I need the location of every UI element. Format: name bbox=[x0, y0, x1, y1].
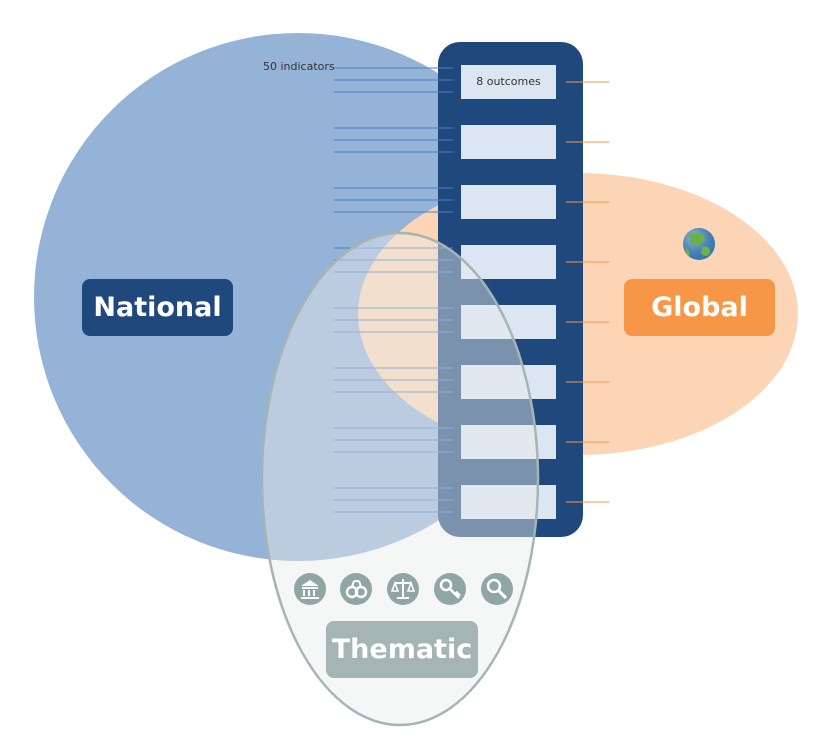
thematic-label: Thematic bbox=[326, 621, 478, 678]
key-icon bbox=[434, 573, 466, 605]
outcome-box bbox=[461, 425, 556, 459]
globe-icon bbox=[683, 228, 715, 260]
outcome-group bbox=[334, 65, 609, 519]
outcome-column bbox=[438, 42, 583, 537]
scales-icon bbox=[387, 573, 419, 605]
indicators-label: 50 indicators bbox=[263, 60, 335, 73]
institution-icon bbox=[294, 573, 326, 605]
thematic-ellipse bbox=[260, 231, 540, 727]
handcuffs-icon bbox=[340, 573, 372, 605]
national-circle bbox=[34, 33, 562, 561]
outcome-box bbox=[461, 305, 556, 339]
outcomes-label: 8 outcomes bbox=[476, 75, 541, 88]
outcome-box bbox=[461, 185, 556, 219]
outcome-box bbox=[461, 365, 556, 399]
outcome-box bbox=[461, 485, 556, 519]
global-label: Global bbox=[624, 279, 775, 336]
outcome-box bbox=[461, 65, 556, 99]
national-label: National bbox=[82, 279, 233, 336]
magnifier-icon bbox=[481, 573, 513, 605]
outcome-box bbox=[461, 125, 556, 159]
